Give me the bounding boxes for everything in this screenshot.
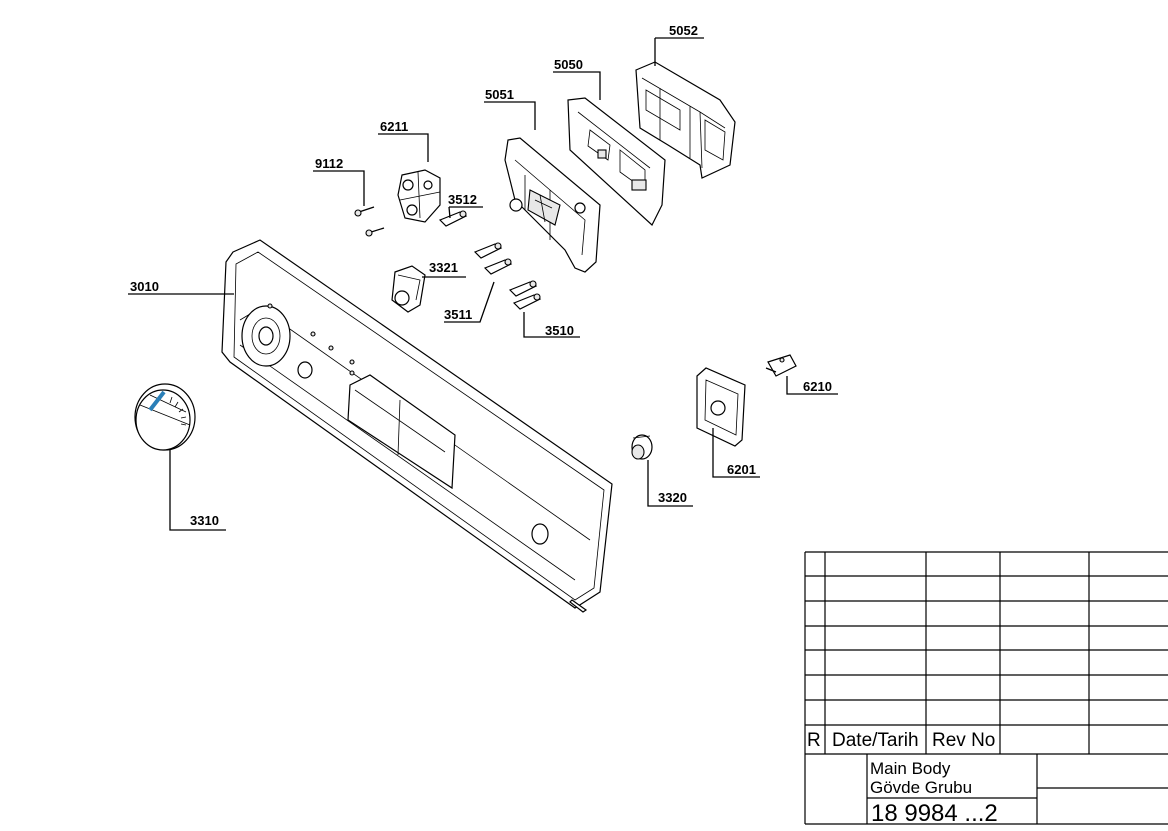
part-3510-push-buttons — [508, 280, 542, 310]
title-block: R Date/Tarih Rev No Main Body Gövde Grub… — [804, 551, 1168, 827]
label-3321: 3321 — [429, 260, 458, 275]
label-6210: 6210 — [803, 379, 832, 394]
label-3010: 3010 — [130, 279, 159, 294]
label-3511: 3511 — [444, 307, 472, 322]
label-5050: 5050 — [554, 57, 583, 72]
label-3510: 3510 — [545, 323, 574, 338]
label-9112: 9112 — [315, 156, 343, 171]
knob-indicator-mark — [148, 390, 166, 412]
title-block-title-tr: Gövde Grubu — [870, 778, 972, 797]
part-9112-screws — [354, 206, 385, 237]
label-6211: 6211 — [380, 119, 408, 134]
label-3310: 3310 — [190, 513, 219, 528]
title-block-revno-header: Rev No — [932, 730, 995, 751]
label-5052: 5052 — [669, 23, 698, 38]
part-5052-rear-housing — [635, 61, 736, 179]
part-3310-rotary-knob — [134, 383, 196, 451]
part-3320-small-knob — [631, 434, 653, 460]
label-5051: 5051 — [485, 87, 514, 102]
part-3512-push-button — [438, 210, 468, 227]
part-number-labels: 5052 5050 5051 6211 9112 3512 3321 3010 … — [130, 23, 832, 528]
part-6201-bezel — [696, 367, 746, 447]
label-6201: 6201 — [727, 462, 756, 477]
title-block-drawing-number: 18 9984 ...2 — [871, 800, 998, 826]
part-5050-circuit-board — [567, 97, 666, 226]
part-6210-small-switch — [765, 354, 797, 377]
title-block-rev-header: R — [807, 730, 821, 751]
leader-lines — [128, 37, 838, 531]
label-3512: 3512 — [448, 192, 477, 207]
title-block-date-header: Date/Tarih — [832, 730, 919, 751]
part-3010-control-panel — [221, 239, 613, 613]
title-block-title-en: Main Body — [870, 759, 951, 778]
part-6211-selector-block — [397, 169, 441, 223]
part-3321-switch-module — [391, 265, 426, 313]
part-5051-chassis-frame — [504, 137, 601, 273]
part-3511-push-buttons — [473, 242, 513, 275]
label-3320: 3320 — [658, 490, 687, 505]
